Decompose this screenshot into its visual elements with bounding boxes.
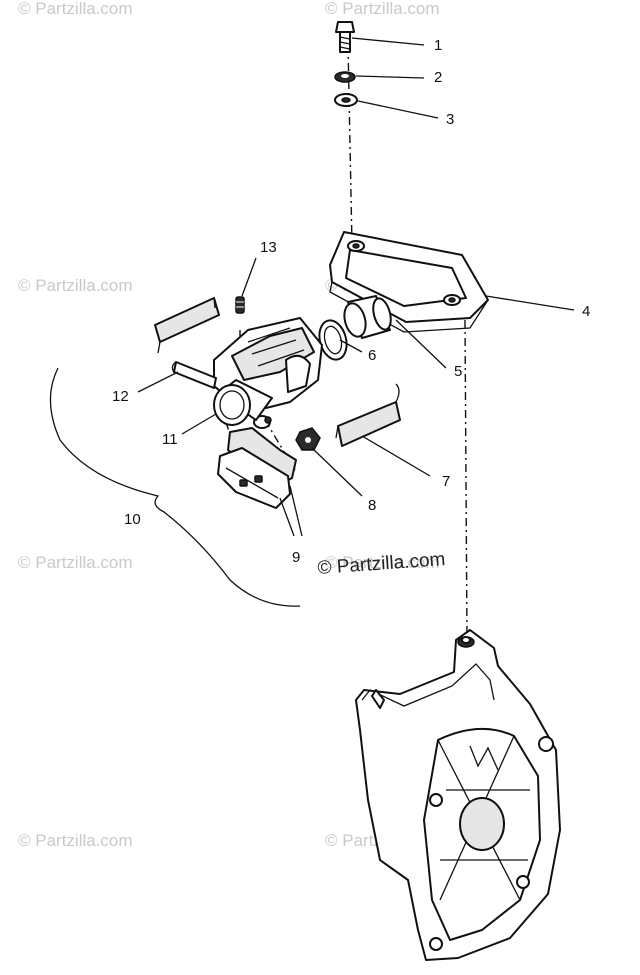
nut-part-8 xyxy=(295,427,321,451)
callout-9: 9 xyxy=(292,549,300,566)
bleeder-screw-part-13 xyxy=(235,296,245,314)
leader-lines xyxy=(137,37,575,537)
callout-1: 1 xyxy=(434,37,442,54)
watermark: © Partzilla.com xyxy=(18,831,133,850)
shim-plate xyxy=(154,297,220,354)
piston-part-11 xyxy=(213,379,273,426)
callout-3: 3 xyxy=(446,111,454,128)
brake-fitting-part-12 xyxy=(171,361,217,389)
watermark: © Partzilla.com xyxy=(18,0,133,18)
flat-washer-part-3 xyxy=(334,93,358,107)
callout-2: 2 xyxy=(434,69,442,86)
brake-pads-part-9 xyxy=(217,427,297,509)
callout-7: 7 xyxy=(442,473,450,490)
chaincase-housing xyxy=(355,629,561,961)
lock-washer-part-2 xyxy=(334,71,356,83)
watermark: © Partzilla.com xyxy=(325,0,440,18)
callout-5: 5 xyxy=(454,363,462,380)
callout-8: 8 xyxy=(368,497,376,514)
callout-12: 12 xyxy=(112,388,129,405)
group-bracket-10 xyxy=(49,367,301,607)
watermark: © Partzilla.com xyxy=(325,553,440,572)
bolt-part-1 xyxy=(335,21,355,53)
bushing-part-5 xyxy=(343,295,392,339)
shim-plate-part-7 xyxy=(335,383,401,447)
callout-13: 13 xyxy=(260,239,277,256)
callout-6: 6 xyxy=(368,347,376,364)
watermark: © Partzilla.com xyxy=(18,276,133,295)
callout-11: 11 xyxy=(162,431,178,448)
watermark: © Partzilla.com xyxy=(18,553,133,572)
o-ring-part-6 xyxy=(318,319,348,361)
callout-10: 10 xyxy=(124,511,141,528)
callout-4: 4 xyxy=(582,303,590,320)
